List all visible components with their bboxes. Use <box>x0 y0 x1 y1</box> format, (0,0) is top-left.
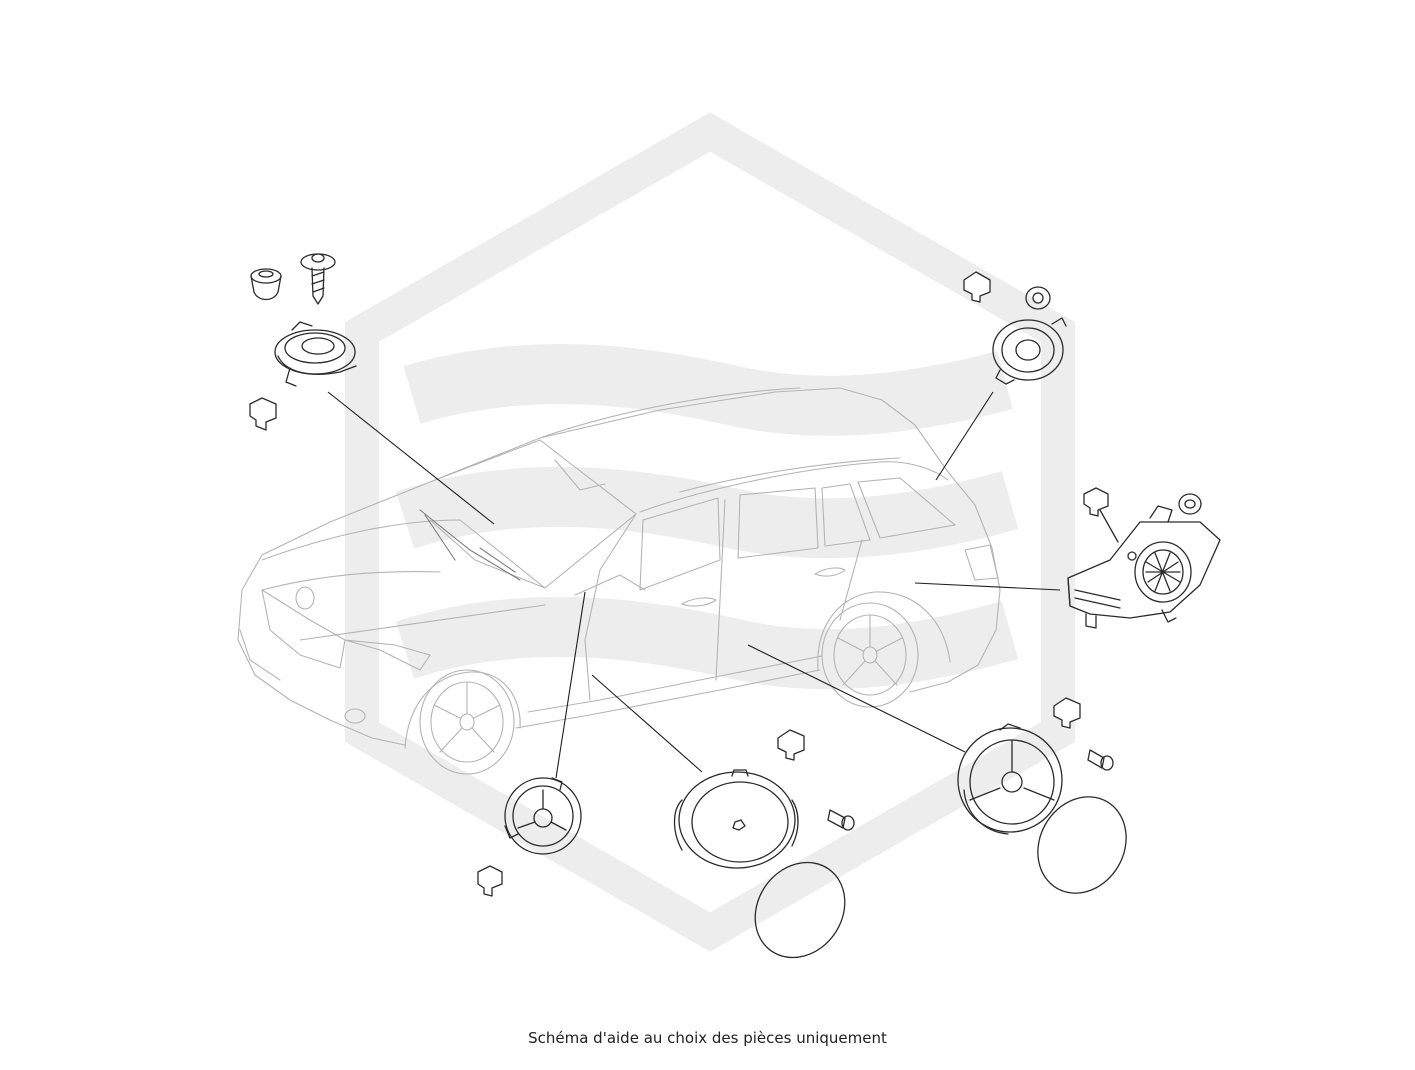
diagram-caption: Schéma d'aide au choix des pièces unique… <box>528 1029 887 1047</box>
front-door-midrange[interactable] <box>504 777 582 855</box>
rear-door-woofer[interactable] <box>957 723 1063 835</box>
connector-plug-icon <box>477 865 503 897</box>
connector-plug-icon <box>1053 697 1081 729</box>
bolt-icon <box>827 809 855 831</box>
speaker-seal-ring-icon <box>1037 796 1127 894</box>
front-door-woofer[interactable] <box>673 769 799 869</box>
connector-plug-icon <box>963 271 991 303</box>
speaker-seal-ring-icon <box>754 861 846 959</box>
bolt-icon <box>1087 749 1114 771</box>
screw-icon <box>300 253 336 305</box>
clip-fastener-icon <box>250 268 282 301</box>
connector-plug-icon <box>249 397 277 431</box>
nut-icon <box>1025 286 1051 310</box>
nut-icon <box>1178 493 1202 515</box>
front-dash-tweeter[interactable] <box>274 321 357 387</box>
vehicle-outline <box>237 387 1001 775</box>
rear-pillar-tweeter[interactable] <box>992 317 1067 385</box>
leader-lines <box>327 391 1061 779</box>
connector-plug-icon <box>777 729 805 761</box>
rear-subwoofer-module[interactable] <box>1067 505 1221 629</box>
connector-plug-icon <box>1083 487 1109 517</box>
watermark-logo <box>345 112 1075 952</box>
